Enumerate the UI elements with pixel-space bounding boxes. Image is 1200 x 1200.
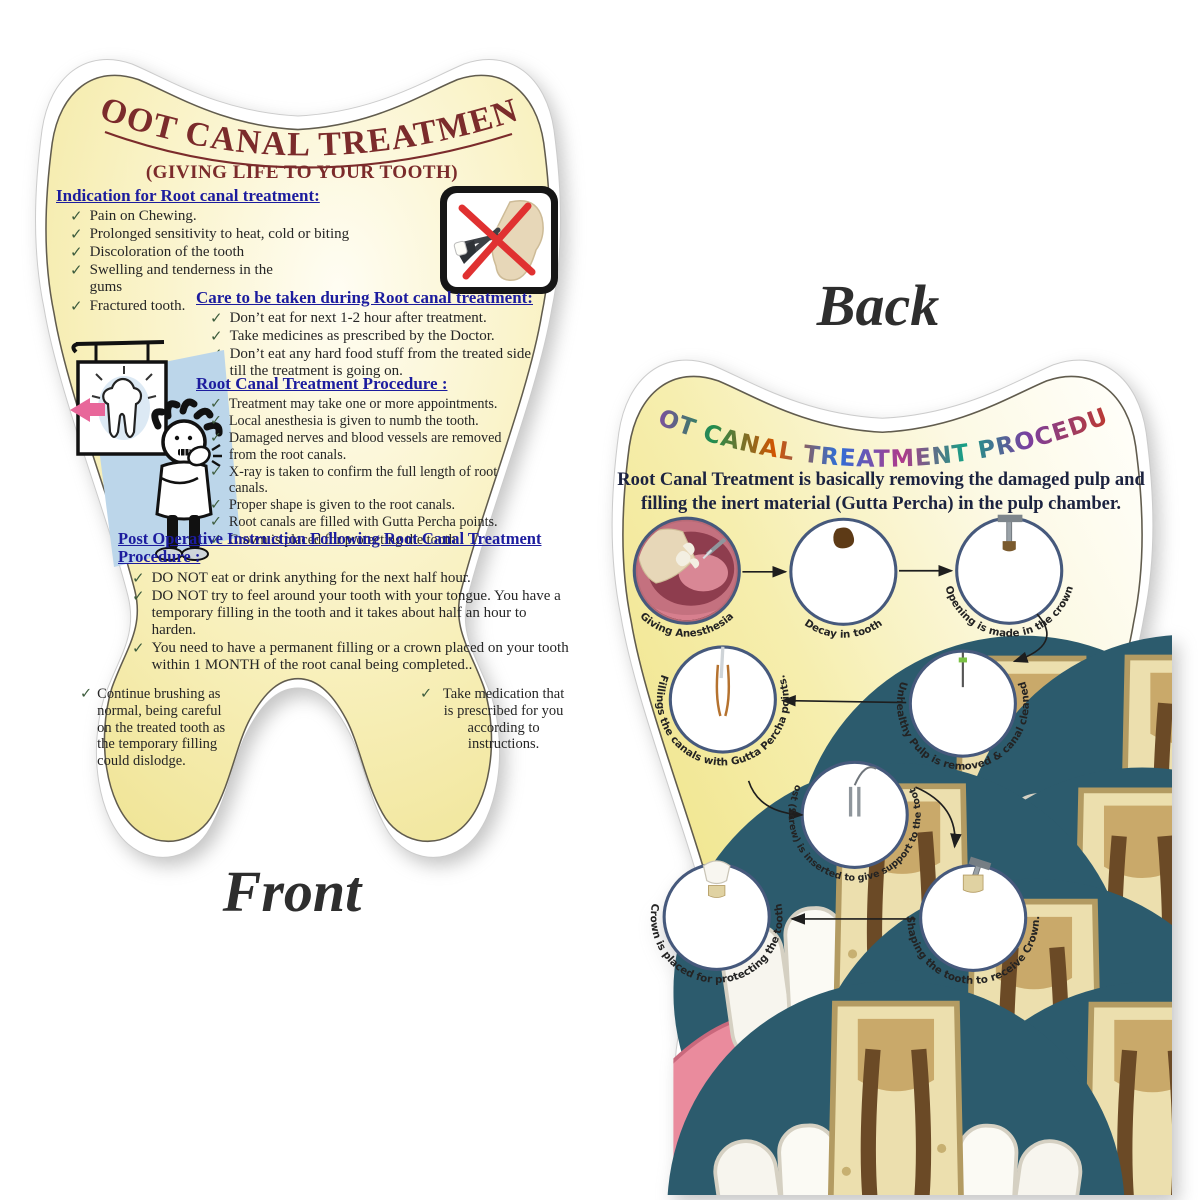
- list-item: ✓Crown is placed for protecting the toot…: [210, 531, 460, 548]
- gloved-hand: [491, 200, 544, 281]
- list-item: ✓Treatment may take one or more appointm…: [210, 396, 498, 413]
- front-card-content: Indication for Root canal treatment: ✓Pa…: [20, 40, 575, 870]
- hand-on-cheek: [187, 445, 211, 467]
- gp-plugger: [719, 646, 725, 679]
- list-item: ✓Damaged nerves and blood vessels are re…: [210, 430, 502, 463]
- gloved-finger: [637, 528, 696, 584]
- front-card-shape: ROOT CANAL TREATMENT (GIVING LIFE TO YOU…: [20, 40, 561, 858]
- flow-arrow-3-4: [1012, 613, 1048, 663]
- post-operative-section: Post Operative Instruction Following Roo…: [118, 529, 570, 676]
- procedure-heading: Root Canal Treatment Procedure :: [196, 374, 448, 393]
- check-icon: ✓: [210, 430, 222, 447]
- step-circle-shaping-tooth: [916, 856, 1172, 1195]
- flow-arrow-5-6: [747, 780, 804, 821]
- list-item: ✓Proper shape is given to the root canal…: [210, 497, 456, 514]
- step-circle-crown-placed: [660, 860, 1133, 1195]
- procedure-section: Root Canal Treatment Procedure : ✓Treatm…: [196, 374, 578, 549]
- front-footnote-left: ✓ Continue brushing as normal, being car…: [80, 686, 226, 770]
- step-circle-filling-gutta-percha: [666, 645, 1139, 1195]
- step-circle-post-inserted: [798, 760, 1172, 1195]
- check-icon: ✓: [210, 514, 222, 531]
- check-icon: ✓: [132, 639, 145, 658]
- indication-section: Indication for Root canal treatment: ✓Pa…: [56, 186, 408, 316]
- list-item: ✓X-ray is taken to confirm the full leng…: [210, 463, 498, 496]
- list-item: ✓Take medicines as prescribed by the Doc…: [210, 327, 495, 346]
- front-title-underline: [104, 130, 513, 169]
- flow-arrows: [742, 564, 1048, 925]
- post-operative-heading: Post Operative Instruction Following Roo…: [118, 529, 542, 567]
- check-icon: ✓: [70, 243, 83, 262]
- list-item: ✓Swelling and tenderness in the gums: [70, 261, 273, 296]
- step-circle-unhealthy-pulp-removed: [906, 649, 1172, 1195]
- check-icon: ✓: [210, 413, 222, 430]
- no-extraction-icon: [440, 186, 558, 294]
- back-card: ROOT CANAL TREATMENT PROCEDURE: [592, 340, 1172, 1195]
- toothache-cartoon: [70, 340, 240, 567]
- list-item: ✓Fractured tooth.: [70, 296, 186, 315]
- step-circle-decay-in-tooth: [786, 517, 1172, 1100]
- pain-marks: [211, 443, 222, 468]
- spiky-hair: [151, 398, 223, 437]
- check-icon: ✓: [70, 225, 83, 244]
- step-circle-opening-made: [952, 514, 1172, 1100]
- check-icon: ✓: [210, 463, 222, 480]
- care-heading: Care to be taken during Root canal treat…: [196, 288, 533, 307]
- check-icon: ✓: [420, 686, 433, 702]
- front-side-label: Front: [222, 859, 362, 924]
- decay-spot: [833, 527, 855, 549]
- front-subtitle: (GIVING LIFE TO YOUR TOOTH): [146, 162, 458, 183]
- list-item: ✓Prolonged sensitivity to heat, cold or …: [70, 225, 350, 244]
- list-item: ✓Don’t eat for next 1-2 hour after treat…: [210, 309, 487, 328]
- prohibited-cross-icon: [458, 202, 536, 280]
- check-icon: ✓: [80, 686, 93, 702]
- check-icon: ✓: [132, 568, 145, 587]
- check-icon: ✓: [210, 497, 222, 514]
- back-card-shape: ROOT CANAL TREATMENT PROCEDURE: [592, 340, 1172, 1195]
- check-icon: ✓: [210, 531, 222, 548]
- front-card: ROOT CANAL TREATMENT (GIVING LIFE TO YOU…: [20, 40, 575, 870]
- list-item: ✓Pain on Chewing.: [70, 207, 197, 226]
- list-item: ✓Root canals are filled with Gutta Perch…: [210, 514, 498, 531]
- drill: [1006, 519, 1013, 544]
- check-icon: ✓: [132, 587, 145, 606]
- flow-arrow-4-5: [780, 694, 907, 707]
- crown: [702, 860, 731, 885]
- post-wire: [853, 766, 877, 786]
- check-icon: ✓: [70, 296, 83, 315]
- check-icon: ✓: [70, 261, 83, 280]
- front-card-face: [45, 74, 551, 843]
- check-icon: ✓: [210, 396, 222, 413]
- list-item: ✓DO NOT eat or drink anything for the ne…: [132, 568, 471, 587]
- list-item: ✓DO NOT try to feel around your tooth wi…: [132, 587, 561, 639]
- back-side-label: Back: [816, 273, 940, 338]
- tooth-sign-icon: [102, 377, 143, 439]
- sign-arrow-icon: [70, 398, 90, 422]
- flow-arrow-6-7: [915, 786, 962, 849]
- step-circle-giving-anesthesia: [632, 516, 741, 625]
- extracted-tooth: [453, 240, 468, 256]
- list-item: ✓Don’t eat any hard food stuff from the …: [210, 346, 540, 380]
- care-section: Care to be taken during Root canal treat…: [196, 288, 568, 381]
- front-footnote-right: ✓ Take medication that is prescribed for…: [420, 686, 565, 753]
- list-item: ✓Discoloration of the tooth: [70, 243, 245, 262]
- indication-heading: Indication for Root canal treatment:: [56, 186, 320, 205]
- check-icon: ✓: [210, 309, 223, 328]
- back-subtitle: Root Canal Treatment is basically removi…: [617, 470, 1145, 515]
- check-icon: ✓: [210, 327, 223, 346]
- list-item: ✓Local anesthesia is given to numb the t…: [210, 413, 479, 430]
- check-icon: ✓: [70, 207, 83, 226]
- sign-bracket: [71, 340, 165, 354]
- list-item: ✓You need to have a permanent filling or…: [132, 639, 569, 674]
